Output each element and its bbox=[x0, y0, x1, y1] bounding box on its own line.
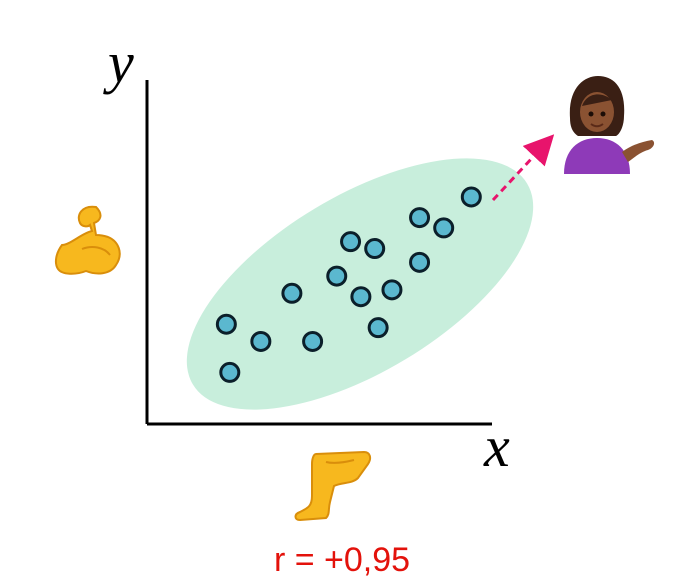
data-point-9 bbox=[367, 317, 389, 339]
data-point-1 bbox=[215, 313, 237, 335]
arrow-icon bbox=[491, 134, 555, 202]
woman-tipping-hand-icon bbox=[564, 76, 655, 174]
flexed-biceps-icon bbox=[54, 205, 121, 275]
data-point-10 bbox=[364, 238, 386, 260]
data-point-3 bbox=[250, 330, 272, 352]
correlation-ellipse bbox=[186, 158, 534, 410]
data-point-6 bbox=[326, 265, 348, 287]
correlation-coefficient: r = +0,95 bbox=[273, 541, 411, 579]
data-point-13 bbox=[409, 207, 431, 229]
data-point-7 bbox=[340, 231, 362, 253]
data-point-4 bbox=[281, 282, 303, 304]
data-point-12 bbox=[409, 251, 431, 273]
leg-icon bbox=[294, 450, 372, 522]
data-point-5 bbox=[302, 330, 324, 352]
scatter-points bbox=[215, 186, 482, 383]
data-point-14 bbox=[433, 217, 455, 239]
data-point-8 bbox=[350, 286, 372, 308]
y-axis-label: y bbox=[103, 30, 134, 95]
data-point-15 bbox=[460, 186, 482, 208]
data-point-11 bbox=[381, 279, 403, 301]
data-point-2 bbox=[219, 361, 241, 383]
x-axis-label: x bbox=[483, 414, 510, 479]
